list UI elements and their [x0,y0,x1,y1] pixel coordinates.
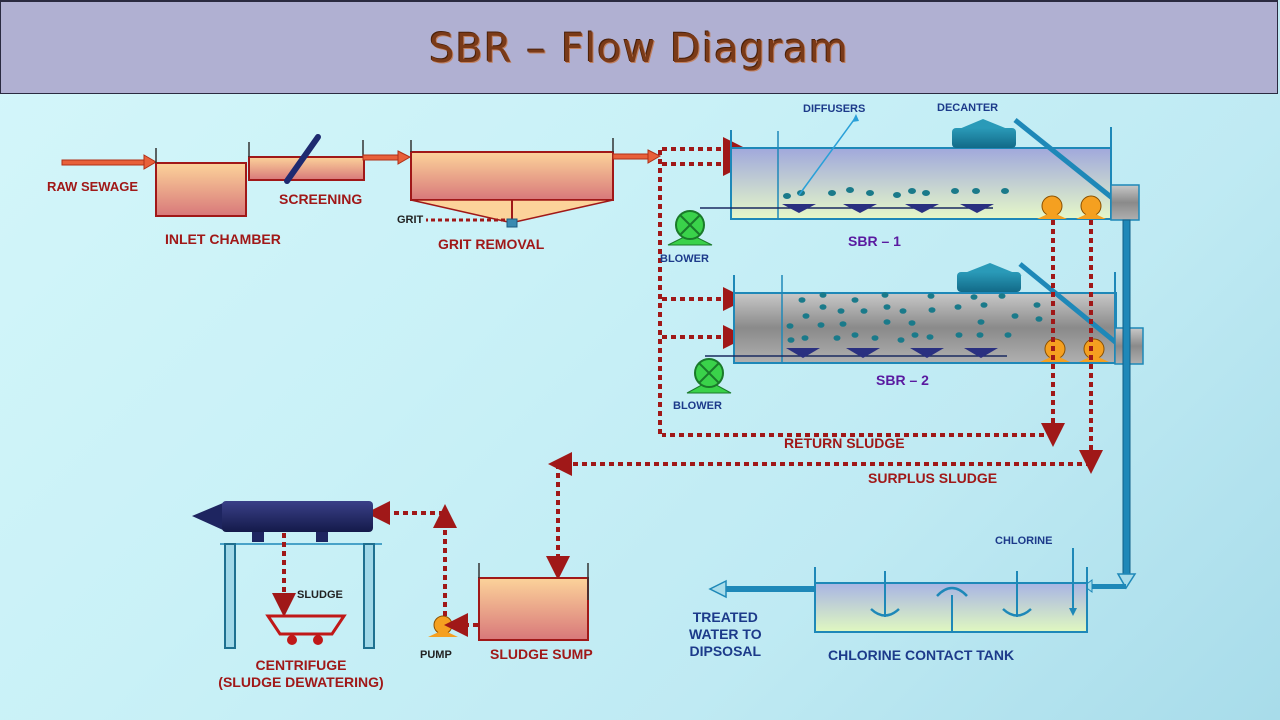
outlet-box-1 [1110,184,1140,221]
decant-pumps-1 [1037,195,1106,219]
flow-arrow-to-sbr [612,149,662,164]
chlorine-contact-tank [814,548,1088,633]
screening-channel [248,134,365,184]
screening-label: SCREENING [279,191,363,207]
grit-removal-label: GRIT REMOVAL [438,236,545,252]
diffusers-label: DIFFUSERS [803,103,866,115]
sludge-cart-icon [265,614,347,645]
decanter-2 [957,262,1127,352]
sludge-pump-icon [428,615,458,637]
sbr-1-label: SBR – 1 [848,233,901,249]
pump-lines [366,501,478,637]
feed-distribution-lines [658,137,747,435]
surplus-sludge-label: SURPLUS SLUDGE [868,470,998,486]
chlorine-contact-tank-label: CHLORINE CONTACT TANK [828,647,1015,663]
treated-water-arrow [708,579,815,599]
sludge-lines [546,220,1103,580]
air-bubbles [783,187,1009,199]
blower-2-label: BLOWER [673,400,722,412]
blower-1-icon [667,210,713,246]
flow-arrow-to-grit [362,150,412,165]
centrifuge-label: CENTRIFUGE (SLUDGE DEWATERING) [218,657,384,690]
screen-bar-icon [284,134,321,184]
title-bar: SBR – Flow Diagram [0,0,1278,94]
raw-sewage-arrow [61,154,157,170]
raw-sewage-label: RAW SEWAGE [47,179,139,194]
inlet-chamber [155,148,247,217]
return-sludge-label: RETURN SLUDGE [784,435,905,451]
blower-2-icon [686,358,732,394]
decanter-1 [952,118,1123,207]
page-title: SBR – Flow Diagram [429,26,849,72]
treated-water-label: TREATED WATER TO DIPSOSAL [689,609,762,659]
centrifuge-icon [192,501,382,649]
sludge-label: SLUDGE [297,589,343,601]
grit-label: GRIT [397,214,424,226]
decanter-label: DECANTER [937,102,999,114]
grit-removal-tank [410,138,614,228]
sludge-sump-label: SLUDGE SUMP [490,646,593,662]
treated-water-pipe [1083,219,1137,593]
pump-label: PUMP [420,649,452,661]
diffusers-pointer [798,116,857,196]
air-bubbles-2 [786,292,1043,343]
chlorine-label: CHLORINE [995,535,1053,547]
sbr-2-label: SBR – 2 [876,372,929,388]
blower-1-label: BLOWER [660,253,709,265]
inlet-chamber-label: INLET CHAMBER [165,231,281,247]
sludge-sump [478,563,589,641]
